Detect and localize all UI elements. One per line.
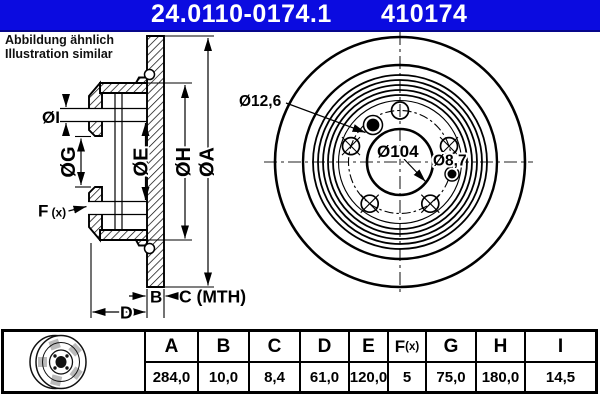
label-c-mth: C (MTH) — [179, 287, 246, 307]
bolt-circle — [347, 109, 453, 215]
col-header-g: G — [425, 332, 475, 361]
bolt-hole — [390, 101, 410, 120]
label-dia-e: ØE — [131, 148, 153, 177]
col-header-a: A — [144, 332, 197, 361]
section-view: ØI ØG ØE ØH ØA F (x) B C (MTH) D — [38, 35, 246, 325]
label-b: B — [150, 288, 162, 307]
leader-pin-hole — [285, 102, 366, 134]
bolt-hole — [341, 136, 361, 156]
col-header-f-sub: (x) — [405, 340, 420, 353]
label-pin-hole-dia: Ø12,6 — [239, 93, 282, 110]
col-header-f-main: F — [394, 336, 406, 356]
col-header-h: H — [475, 332, 524, 361]
value-i: 14,5 — [524, 361, 595, 391]
outer-diameter-circle — [273, 35, 527, 289]
table-icon-cell — [4, 332, 144, 391]
friction-ring-section — [146, 35, 165, 288]
relief-groove-bottom — [143, 242, 156, 255]
col-header-e: E — [348, 332, 387, 361]
brake-disc-icon — [29, 334, 87, 389]
friction-band-circle — [301, 63, 499, 261]
hat-bottom-section — [99, 229, 148, 241]
pin-hole — [362, 114, 384, 136]
note-line-en: Illustration similar — [5, 46, 113, 61]
header-bar: 24.0110-0174.1 410174 — [0, 0, 600, 32]
hat-top-section — [99, 82, 148, 94]
label-screw-hole-dia: Ø8,7 — [433, 153, 467, 170]
center-bore-circle — [365, 127, 435, 197]
label-dia-a: ØA — [197, 147, 219, 177]
note-line-de: Abbildung ähnlich — [5, 33, 115, 47]
label-dia-i: ØI — [42, 108, 60, 127]
bolt-holes — [341, 101, 459, 214]
label-dia-h: ØH — [173, 147, 195, 177]
bolt-hole — [439, 136, 459, 156]
label-center-bore-dia: Ø104 — [377, 142, 419, 161]
hub-flange-circle — [337, 99, 463, 225]
value-e: 120,0 — [348, 361, 387, 391]
label-d: D — [120, 303, 133, 323]
value-f: 5 — [387, 361, 425, 391]
value-c: 8,4 — [248, 361, 299, 391]
value-g: 75,0 — [425, 361, 475, 391]
center-lines — [264, 32, 533, 293]
value-b: 10,0 — [197, 361, 248, 391]
dimension-table: A B C D E F(x) G H I 284,0 10,0 8,4 61,0… — [1, 329, 598, 394]
leader-center-bore — [403, 158, 426, 182]
bolt-hole — [360, 194, 380, 214]
col-header-c: C — [248, 332, 299, 361]
similar-illustration-note: Abbildung ähnlich Illustration similar — [5, 33, 115, 61]
leader-f-x — [68, 205, 87, 214]
col-header-d: D — [299, 332, 348, 361]
bolt-hole — [420, 194, 440, 214]
front-view: Ø12,6 Ø104 Ø8,7 — [239, 32, 533, 293]
col-header-b: B — [197, 332, 248, 361]
label-f-sub: (x) — [52, 206, 67, 220]
reference-number: 410174 — [381, 0, 468, 28]
value-h: 180,0 — [475, 361, 524, 391]
value-a: 284,0 — [144, 361, 197, 391]
relief-groove-top — [143, 68, 156, 81]
label-f: F — [38, 202, 48, 221]
col-header-i: I — [524, 332, 595, 361]
value-d: 61,0 — [299, 361, 348, 391]
label-dia-g: ØG — [58, 146, 80, 177]
col-header-f: F(x) — [387, 332, 425, 361]
screw-hole — [444, 166, 460, 182]
part-number: 24.0110-0174.1 — [151, 0, 332, 28]
